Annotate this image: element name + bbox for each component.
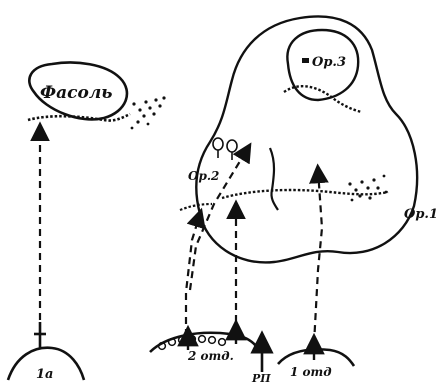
cross-marker: [34, 322, 46, 348]
beans-label: Фасоль: [40, 83, 113, 103]
trees-icon: [213, 138, 237, 160]
inner-ridge-line: [270, 148, 278, 210]
op3-marker: [302, 58, 309, 63]
movement-arrows: [40, 128, 322, 344]
position-2-squad-icon: [159, 336, 226, 350]
beans-bushes-icon: [131, 96, 166, 129]
rp-label: РП: [251, 372, 271, 384]
op1-label: Ор.1: [404, 207, 438, 222]
bushes-icon: [348, 175, 387, 202]
position-1a-label: 1а: [36, 367, 53, 382]
position-1-label: 1 отд: [290, 365, 332, 379]
arrow-1-to-op1: [314, 170, 322, 344]
op2-label: Ор.2: [188, 169, 219, 183]
front-line-op1: [222, 190, 388, 198]
height-op1-outline: [196, 16, 417, 262]
op3-label: Ор.3: [312, 55, 346, 70]
position-1-mound: [278, 349, 354, 366]
position-2-label: 2 отд.: [187, 349, 234, 363]
front-line-left: [180, 204, 212, 210]
